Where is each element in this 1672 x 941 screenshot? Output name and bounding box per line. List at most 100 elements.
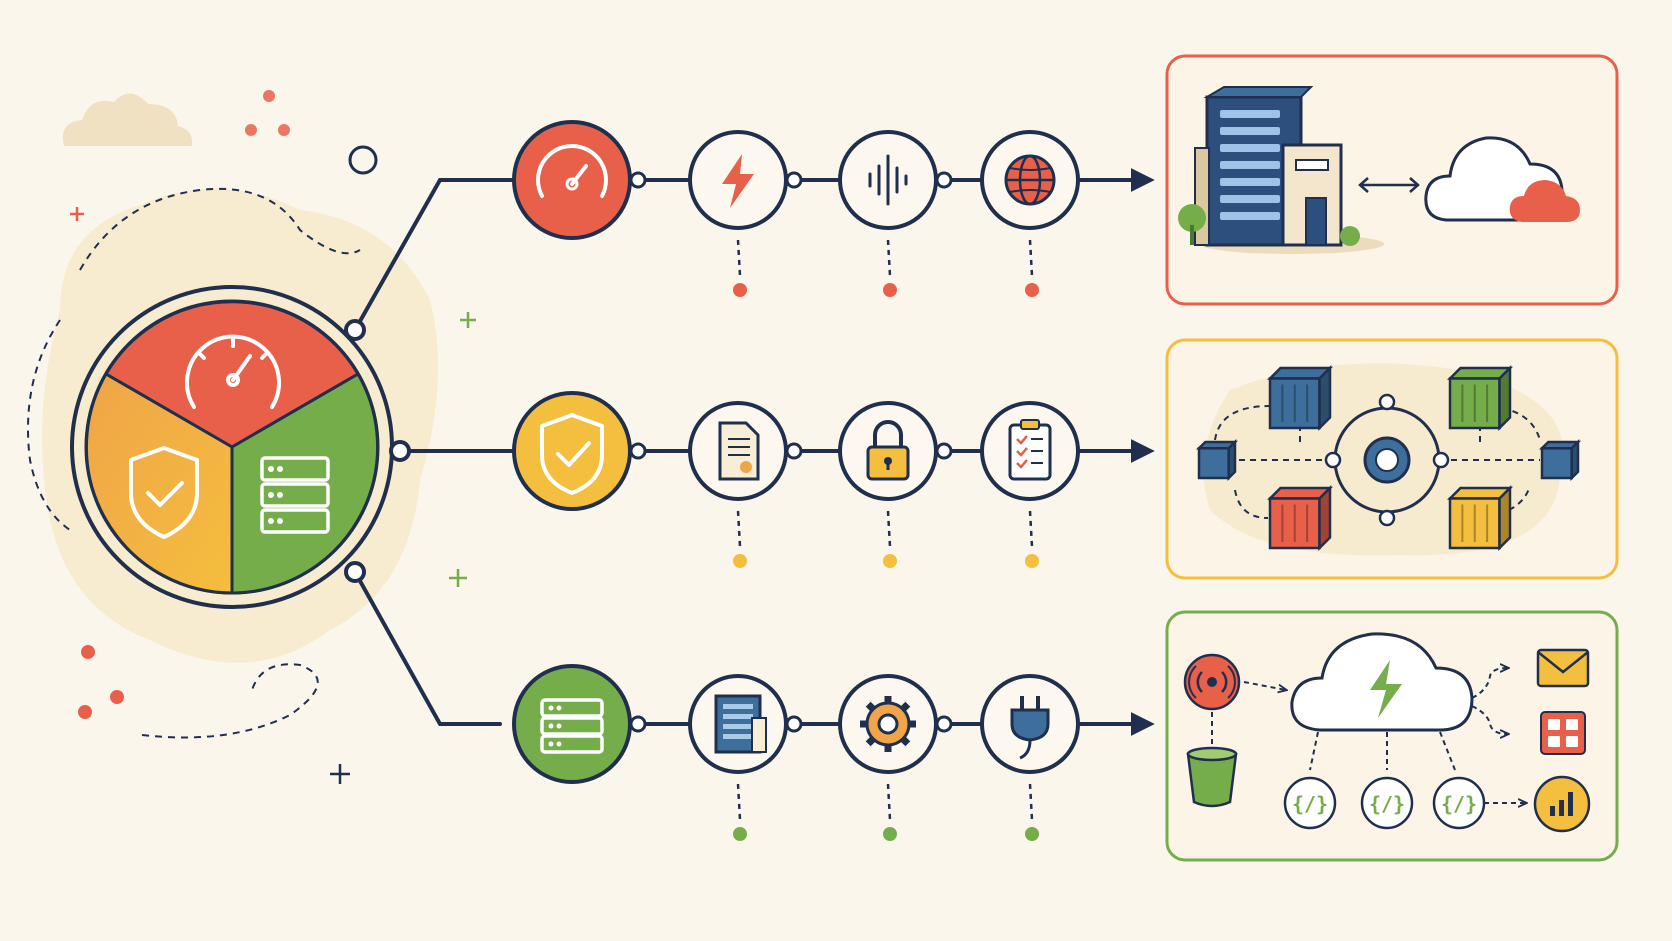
lightning-icon [722,154,754,208]
waveform-icon [868,154,908,206]
data-center-building-icon [714,694,767,754]
storage-bucket-icon [1186,746,1238,808]
container-cube-icon [1266,364,1334,432]
bidirectional-arrow-icon [1358,177,1420,193]
decor-dot [263,90,275,102]
status-dot [733,283,747,297]
function-node: {/} [1360,776,1414,830]
decor-dot [110,690,124,704]
row-step-node [980,674,1080,841]
row-lead-node [512,664,632,784]
container-network-panel [1165,338,1619,580]
status-dot [1025,283,1039,297]
data-center-building-icon [1178,86,1360,247]
row-step-node [838,674,938,841]
function-nodes: {/} {/} {/} [1283,776,1486,830]
status-dash [736,510,742,548]
email-icon [1536,648,1590,688]
status-dot [733,827,747,841]
cloud-icon [1424,136,1580,222]
link-joint [629,442,647,460]
row-step-node [838,401,938,568]
status-dot [733,554,747,568]
dashed-curve [141,663,319,739]
decor-dot [78,705,92,719]
decor-dot [278,124,290,136]
container-cubes [1195,364,1582,552]
row-step-node [980,401,1080,568]
link-joint [785,715,803,733]
status-dash [886,510,892,548]
row-lead-node [512,120,632,240]
link-joint [785,442,803,460]
status-dash [886,783,892,821]
status-dash [1028,239,1034,277]
hybrid-cloud-panel [1165,54,1619,306]
dashboard-grid-icon [1540,711,1586,755]
row-step-node [688,401,788,568]
network-hub-icon [1324,393,1450,527]
row-infrastructure [512,664,1155,841]
status-dot [883,554,897,568]
container-cube-icon [1538,438,1582,482]
row-performance [512,120,1155,297]
padlock-icon [866,420,910,481]
row-step-node [688,130,788,297]
link-joint [629,171,647,189]
plug-icon [1010,696,1050,760]
link-joint [935,442,953,460]
decor-dot [81,645,95,659]
server-rack-icon [260,456,330,534]
plus-mark [330,764,350,784]
serverless-cloud-icon [1290,632,1474,732]
plus-mark [70,207,84,221]
checklist-clipboard-icon [1008,419,1052,481]
link-joint [785,171,803,189]
server-rack-icon [540,698,604,754]
link-joint [935,171,953,189]
certificate-document-icon [718,421,760,481]
status-dash [736,239,742,277]
status-dash [1028,783,1034,821]
decor-dot [245,124,257,136]
status-dash [1028,510,1034,548]
plus-mark [449,569,467,587]
container-cube-icon [1195,438,1239,482]
status-dot [1025,554,1039,568]
status-dot [1025,827,1039,841]
container-cube-icon [1446,484,1514,552]
status-dot [883,283,897,297]
speedometer-icon [536,144,608,198]
cloud-connectors [1309,668,1526,803]
row-step-node [980,130,1080,297]
link-joint [629,715,647,733]
hub-segment-security [84,371,234,595]
function-node: {/} [1283,776,1337,830]
container-cube-icon [1266,484,1334,552]
status-dash [886,239,892,277]
row-step-node [838,130,938,297]
status-dot [883,827,897,841]
link-joint [935,715,953,733]
small-cloud [62,93,193,146]
row-security [512,391,1155,568]
function-label: {/} [1369,792,1405,816]
function-node: {/} [1432,776,1486,830]
container-cube-icon [1446,364,1514,432]
event-source-icon [1183,653,1241,711]
globe-icon [1004,154,1056,206]
row-lead-node [512,391,632,511]
row-step-node [688,674,788,841]
branch-junctions [344,319,411,583]
branch-bottom [353,570,502,726]
status-dash [736,783,742,821]
branch-connectors [353,178,514,726]
analytics-chart-icon [1533,775,1591,833]
function-label: {/} [1441,792,1477,816]
speedometer-icon [185,334,281,409]
plus-mark [460,312,476,328]
hub [27,187,438,663]
shield-check-icon [540,413,604,495]
serverless-event-panel: {/} {/} {/} [1165,610,1619,862]
